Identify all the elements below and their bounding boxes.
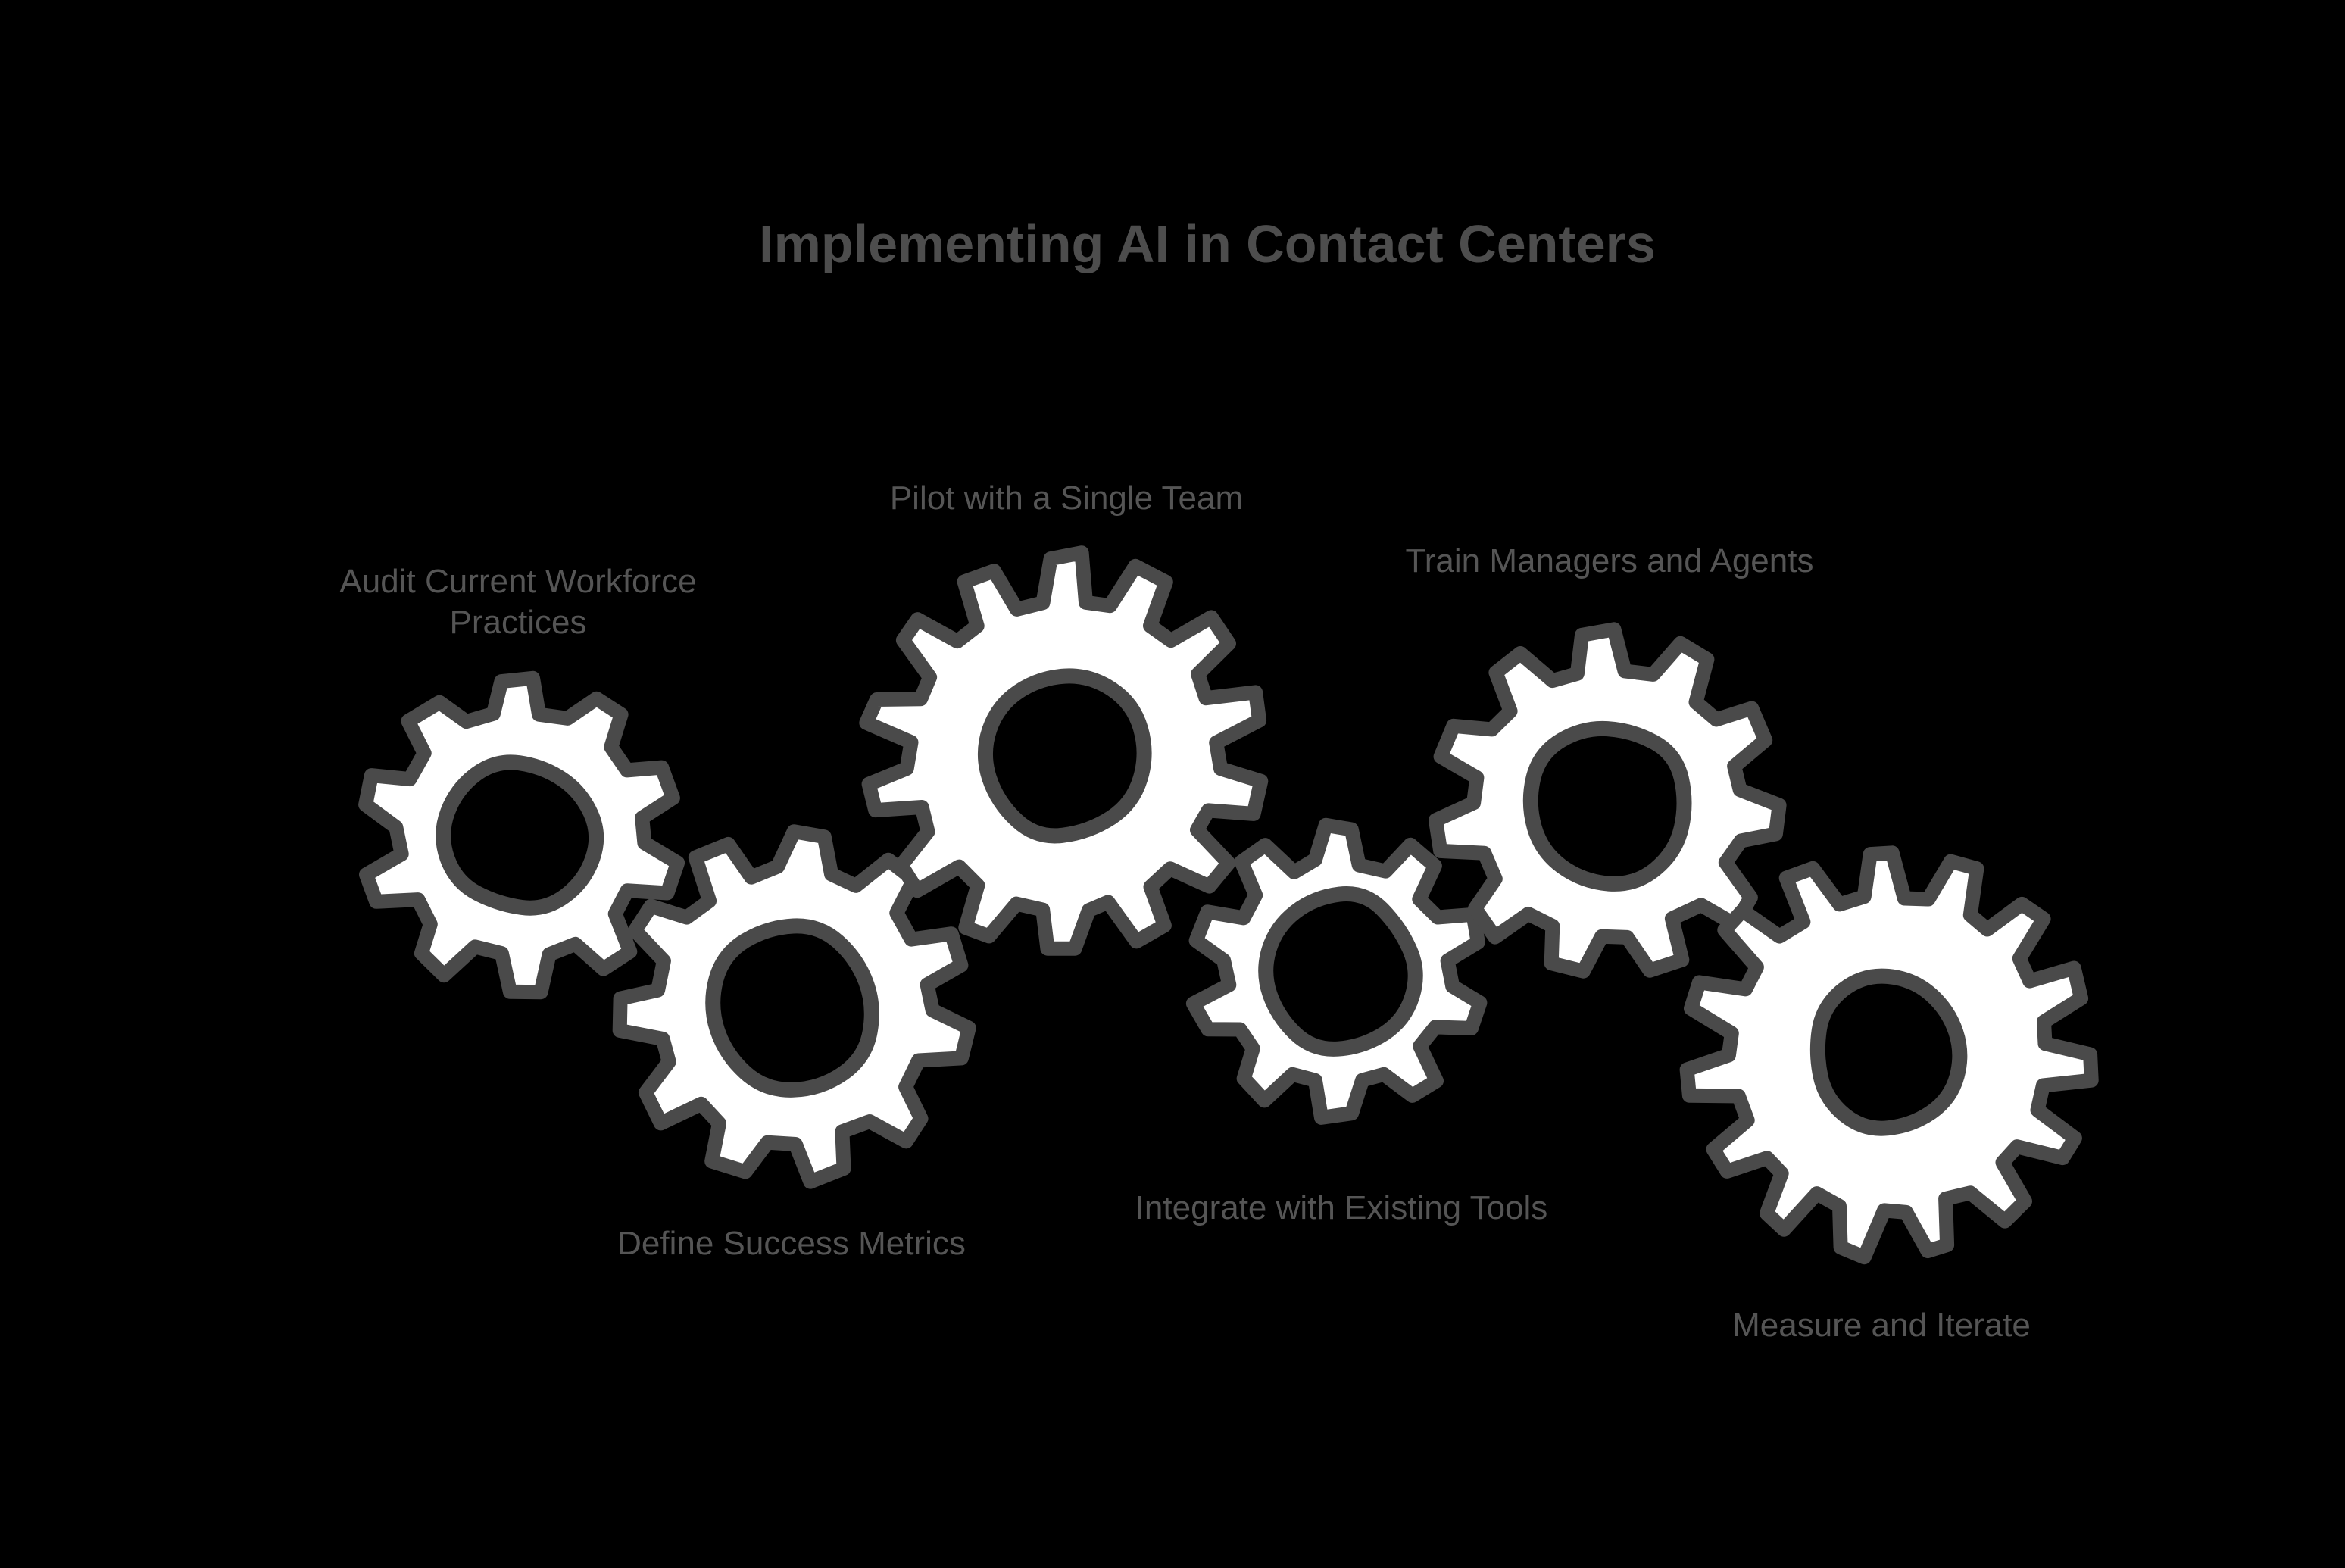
gear-define bbox=[612, 824, 976, 1189]
gear-hole-audit bbox=[436, 754, 604, 916]
step-label-define: Define Success Metrics bbox=[617, 1225, 966, 1262]
gear-hole-measure bbox=[1809, 968, 1968, 1136]
step-label-measure: Measure and Iterate bbox=[1732, 1307, 2031, 1344]
step-label-pilot: Pilot with a Single Team bbox=[889, 479, 1244, 517]
step-label-audit: Audit Current Workforce Practices bbox=[339, 563, 697, 641]
gear-hole-pilot bbox=[977, 668, 1152, 844]
gear-hole-train bbox=[1522, 720, 1692, 892]
diagram-title: Implementing AI in Contact Centers bbox=[759, 214, 1656, 273]
step-label-train: Train Managers and Agents bbox=[1405, 542, 1814, 579]
step-label-integrate: Integrate with Existing Tools bbox=[1135, 1189, 1548, 1226]
gear-train bbox=[1429, 622, 1787, 979]
gear-measure bbox=[1679, 845, 2099, 1265]
gear-integrate bbox=[1185, 817, 1488, 1125]
gear-hole-integrate bbox=[1258, 886, 1423, 1057]
gear-audit bbox=[358, 670, 685, 1000]
gear-hole-define bbox=[705, 918, 879, 1098]
gear-pilot bbox=[859, 545, 1269, 956]
